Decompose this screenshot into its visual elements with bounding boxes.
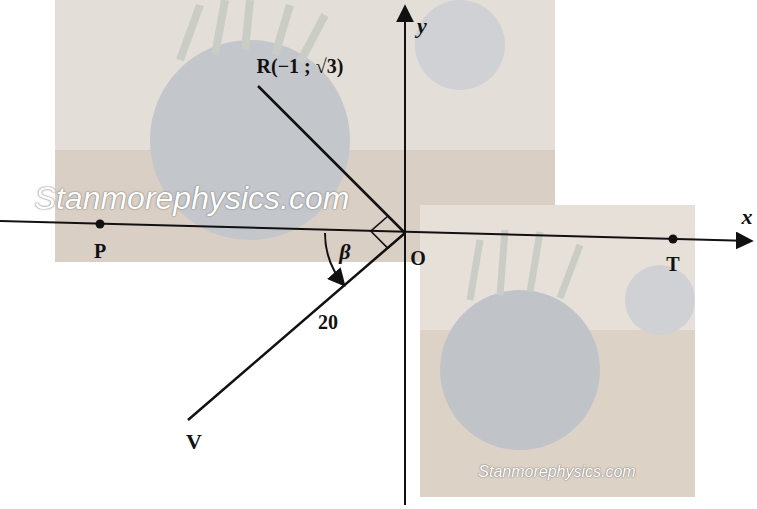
- plant-leaves: [180, 0, 325, 62]
- axis-label: y: [417, 15, 427, 37]
- length-label: 20: [318, 312, 338, 332]
- right-angle-mark: [371, 216, 405, 248]
- point-label: V: [186, 431, 202, 453]
- watermark: Stanmorephysics.com: [478, 464, 635, 480]
- plant-pot: [440, 290, 600, 450]
- angle-label: β: [339, 241, 350, 263]
- y-axis: [404, 6, 406, 505]
- point-dot: [96, 220, 105, 229]
- photo-panel: [420, 205, 695, 497]
- background-photo: [55, 0, 695, 497]
- plant-leaves: [470, 230, 580, 300]
- point-label: T: [666, 254, 679, 274]
- point-label: P: [94, 241, 106, 261]
- plant-pot: [415, 0, 505, 90]
- point-label: O: [410, 248, 426, 268]
- plant-pot: [625, 265, 695, 335]
- x-axis: [0, 221, 752, 241]
- axis-label: x: [742, 206, 753, 228]
- point-label: R(−1 ; √3): [257, 56, 344, 76]
- point-dot: [669, 235, 678, 244]
- ray-ov: [188, 233, 405, 420]
- watermark: Stanmorephysics.com: [35, 182, 350, 214]
